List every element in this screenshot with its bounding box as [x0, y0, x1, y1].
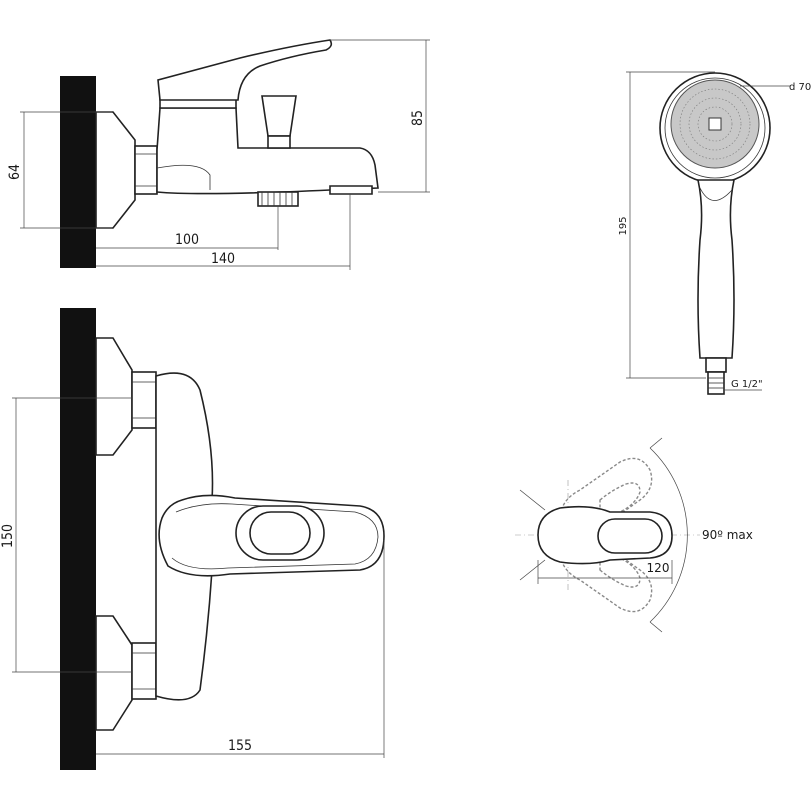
thread-label: G 1/2" [731, 379, 763, 390]
side-spout-tip [329, 185, 373, 195]
shower-center-nozzle [708, 117, 722, 131]
lever-main-slot [597, 518, 663, 554]
front-lower-flange [95, 615, 133, 731]
shower-connector [705, 357, 727, 373]
dim-64: 64 [7, 111, 112, 229]
dim-150-label: 150 [0, 524, 16, 548]
lever-ghost-down [559, 530, 653, 613]
side-view: 64 85 100 140 [7, 39, 430, 270]
rotation-arc [649, 447, 688, 623]
dim-d70-label: d 70 [789, 82, 811, 93]
side-diverter-knob [261, 95, 297, 137]
rotation-label: 90º max [702, 528, 753, 542]
lever-ghost-up [559, 457, 653, 540]
dim-64-label: 64 [7, 164, 23, 180]
hand-shower: 195 d 70 G 1/2" [618, 71, 811, 395]
dim-150: 150 [0, 397, 132, 673]
front-view: 150 155 [0, 308, 385, 770]
dim-120-label: 120 [647, 561, 670, 575]
dim-120: 120 [537, 560, 673, 584]
dim-155-label: 155 [228, 738, 252, 754]
side-inlet-nut [134, 145, 158, 195]
dim-195-label: 195 [618, 216, 629, 235]
dim-85-label: 85 [410, 110, 426, 126]
dim-100-label: 100 [175, 232, 199, 248]
dim-140-label: 140 [211, 251, 235, 267]
side-lever [157, 39, 333, 101]
dim-85: 85 [330, 39, 430, 193]
lever-detail: 90º max 120 [515, 437, 753, 633]
side-wall [60, 76, 96, 268]
dim-140: 140 [96, 194, 351, 270]
dim-155: 155 [96, 540, 385, 758]
front-upper-flange [95, 337, 133, 456]
dim-100: 100 [96, 206, 279, 250]
front-wall [60, 308, 96, 770]
shower-handle [697, 179, 735, 359]
thread-callout: G 1/2" [724, 379, 763, 391]
dim-d70: d 70 [740, 82, 811, 93]
dim-195: 195 [618, 71, 715, 379]
side-wall-flange [95, 111, 136, 229]
